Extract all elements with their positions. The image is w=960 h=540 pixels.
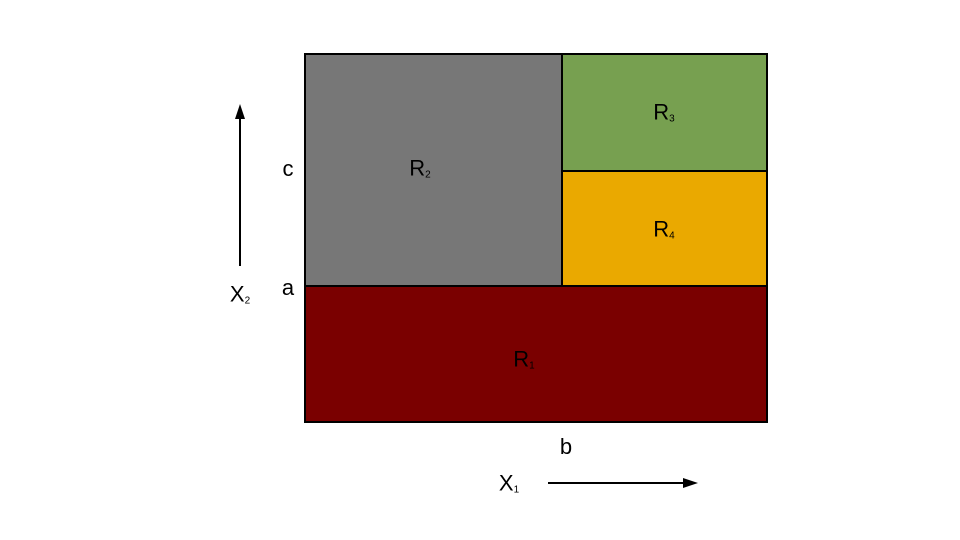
region-r2	[304, 53, 563, 287]
x1-axis-label: X1	[498, 470, 520, 496]
x2-axis-label: X2	[229, 281, 251, 307]
region-r2-label: R2	[409, 155, 431, 181]
region-r1-label: R1	[513, 346, 535, 372]
threshold-b-label: b	[559, 434, 573, 459]
region-r4-label: R4	[653, 216, 675, 242]
region-r3-label: R3	[653, 99, 675, 125]
threshold-c-label: c	[282, 156, 294, 181]
x1-axis-arrow	[548, 478, 698, 488]
x2-axis-arrow	[235, 104, 245, 266]
threshold-a-label: a	[281, 275, 295, 300]
region-r4	[561, 170, 768, 287]
